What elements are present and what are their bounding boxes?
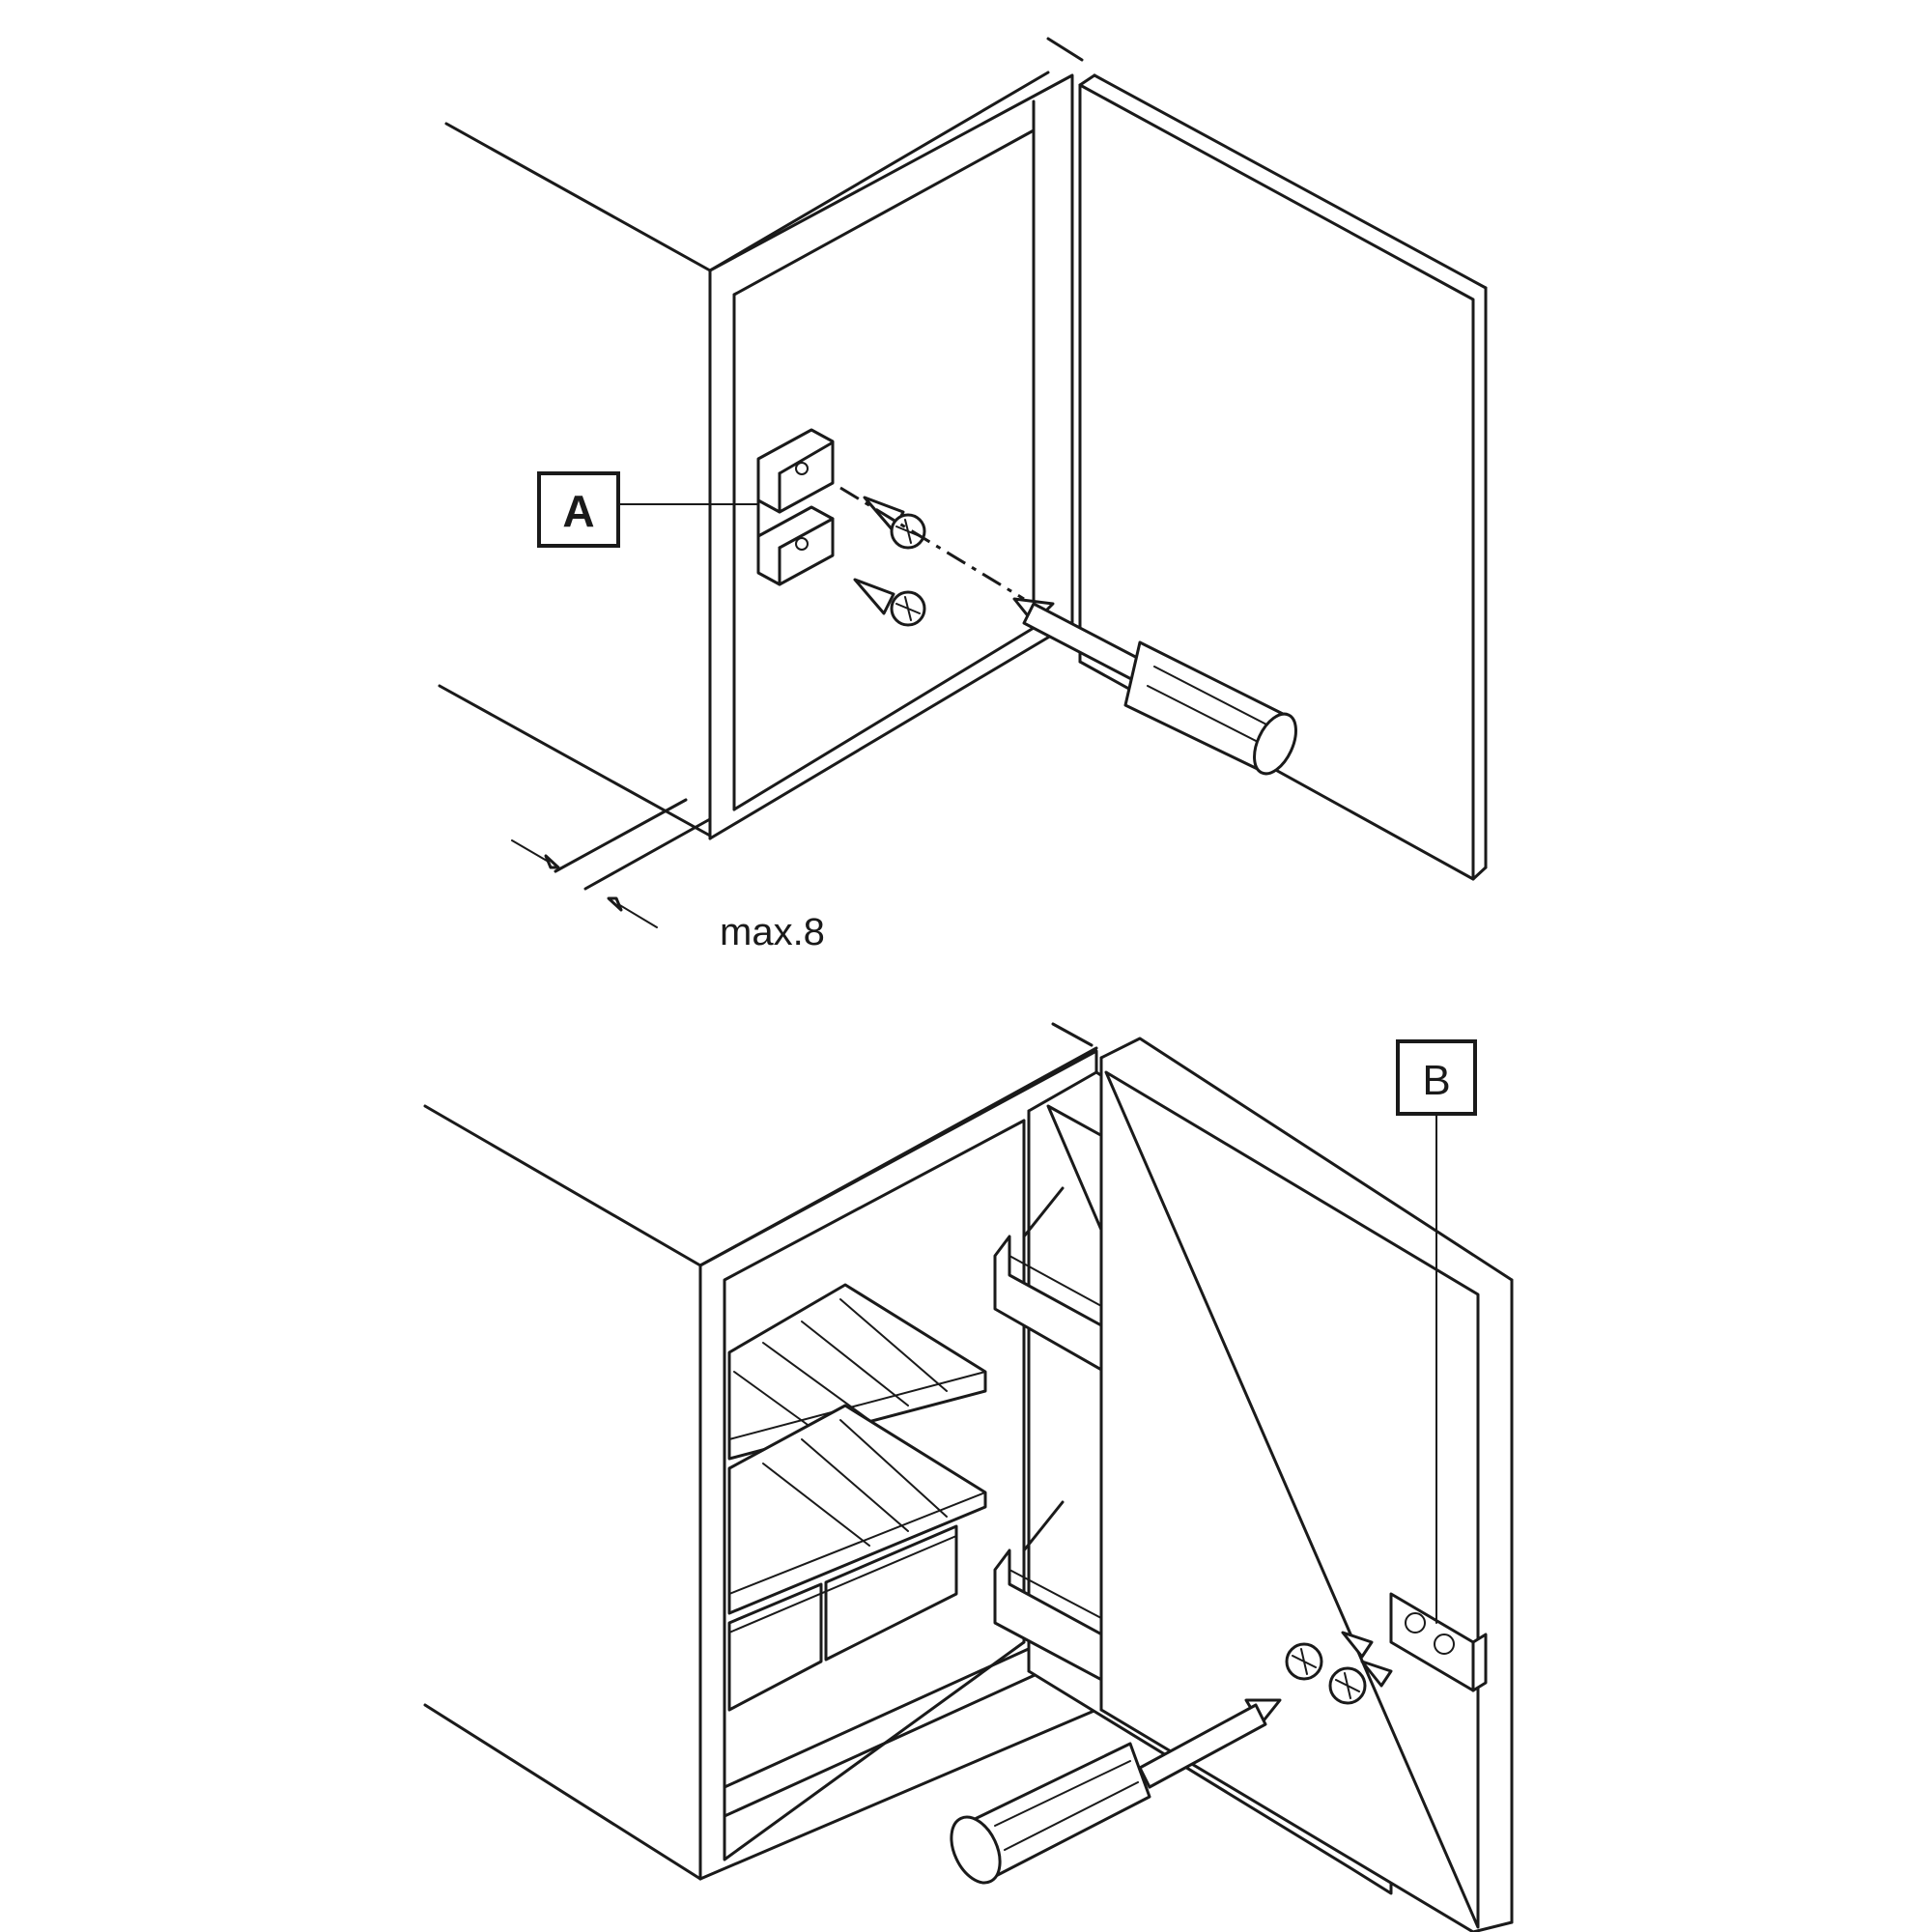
bottom-figure: B — [423, 1022, 1514, 1932]
crisper-drawers — [727, 1524, 958, 1712]
callout-a-label: A — [562, 486, 594, 536]
bracket-hole — [795, 537, 809, 551]
callout-a: A — [537, 471, 759, 548]
bracket-a — [756, 428, 835, 586]
furniture-door — [1099, 1037, 1514, 1932]
shelf-upper — [727, 1283, 987, 1461]
callout-b: B — [1396, 1039, 1477, 1624]
bottom-screwdriver — [950, 1698, 1282, 1885]
screw-guide-line — [839, 486, 1025, 601]
top-screwdriver — [1012, 597, 1297, 776]
bracket-hole — [1405, 1612, 1426, 1634]
dimension-label: max.8 — [720, 911, 825, 953]
bottom-base-strip — [723, 1640, 1045, 1818]
dimension-max8: max.8 — [511, 839, 825, 953]
top-figure: A max.8 — [438, 37, 1488, 953]
bracket-b — [1389, 1592, 1488, 1692]
top-screw-2 — [853, 578, 926, 627]
bottom-screw-1 — [1285, 1631, 1374, 1681]
callout-b-label: B — [1422, 1057, 1450, 1104]
shelf-lower — [727, 1404, 987, 1615]
bracket-hole — [795, 462, 809, 475]
bottom-screw-2 — [1328, 1660, 1393, 1705]
bracket-hole — [1434, 1634, 1455, 1655]
